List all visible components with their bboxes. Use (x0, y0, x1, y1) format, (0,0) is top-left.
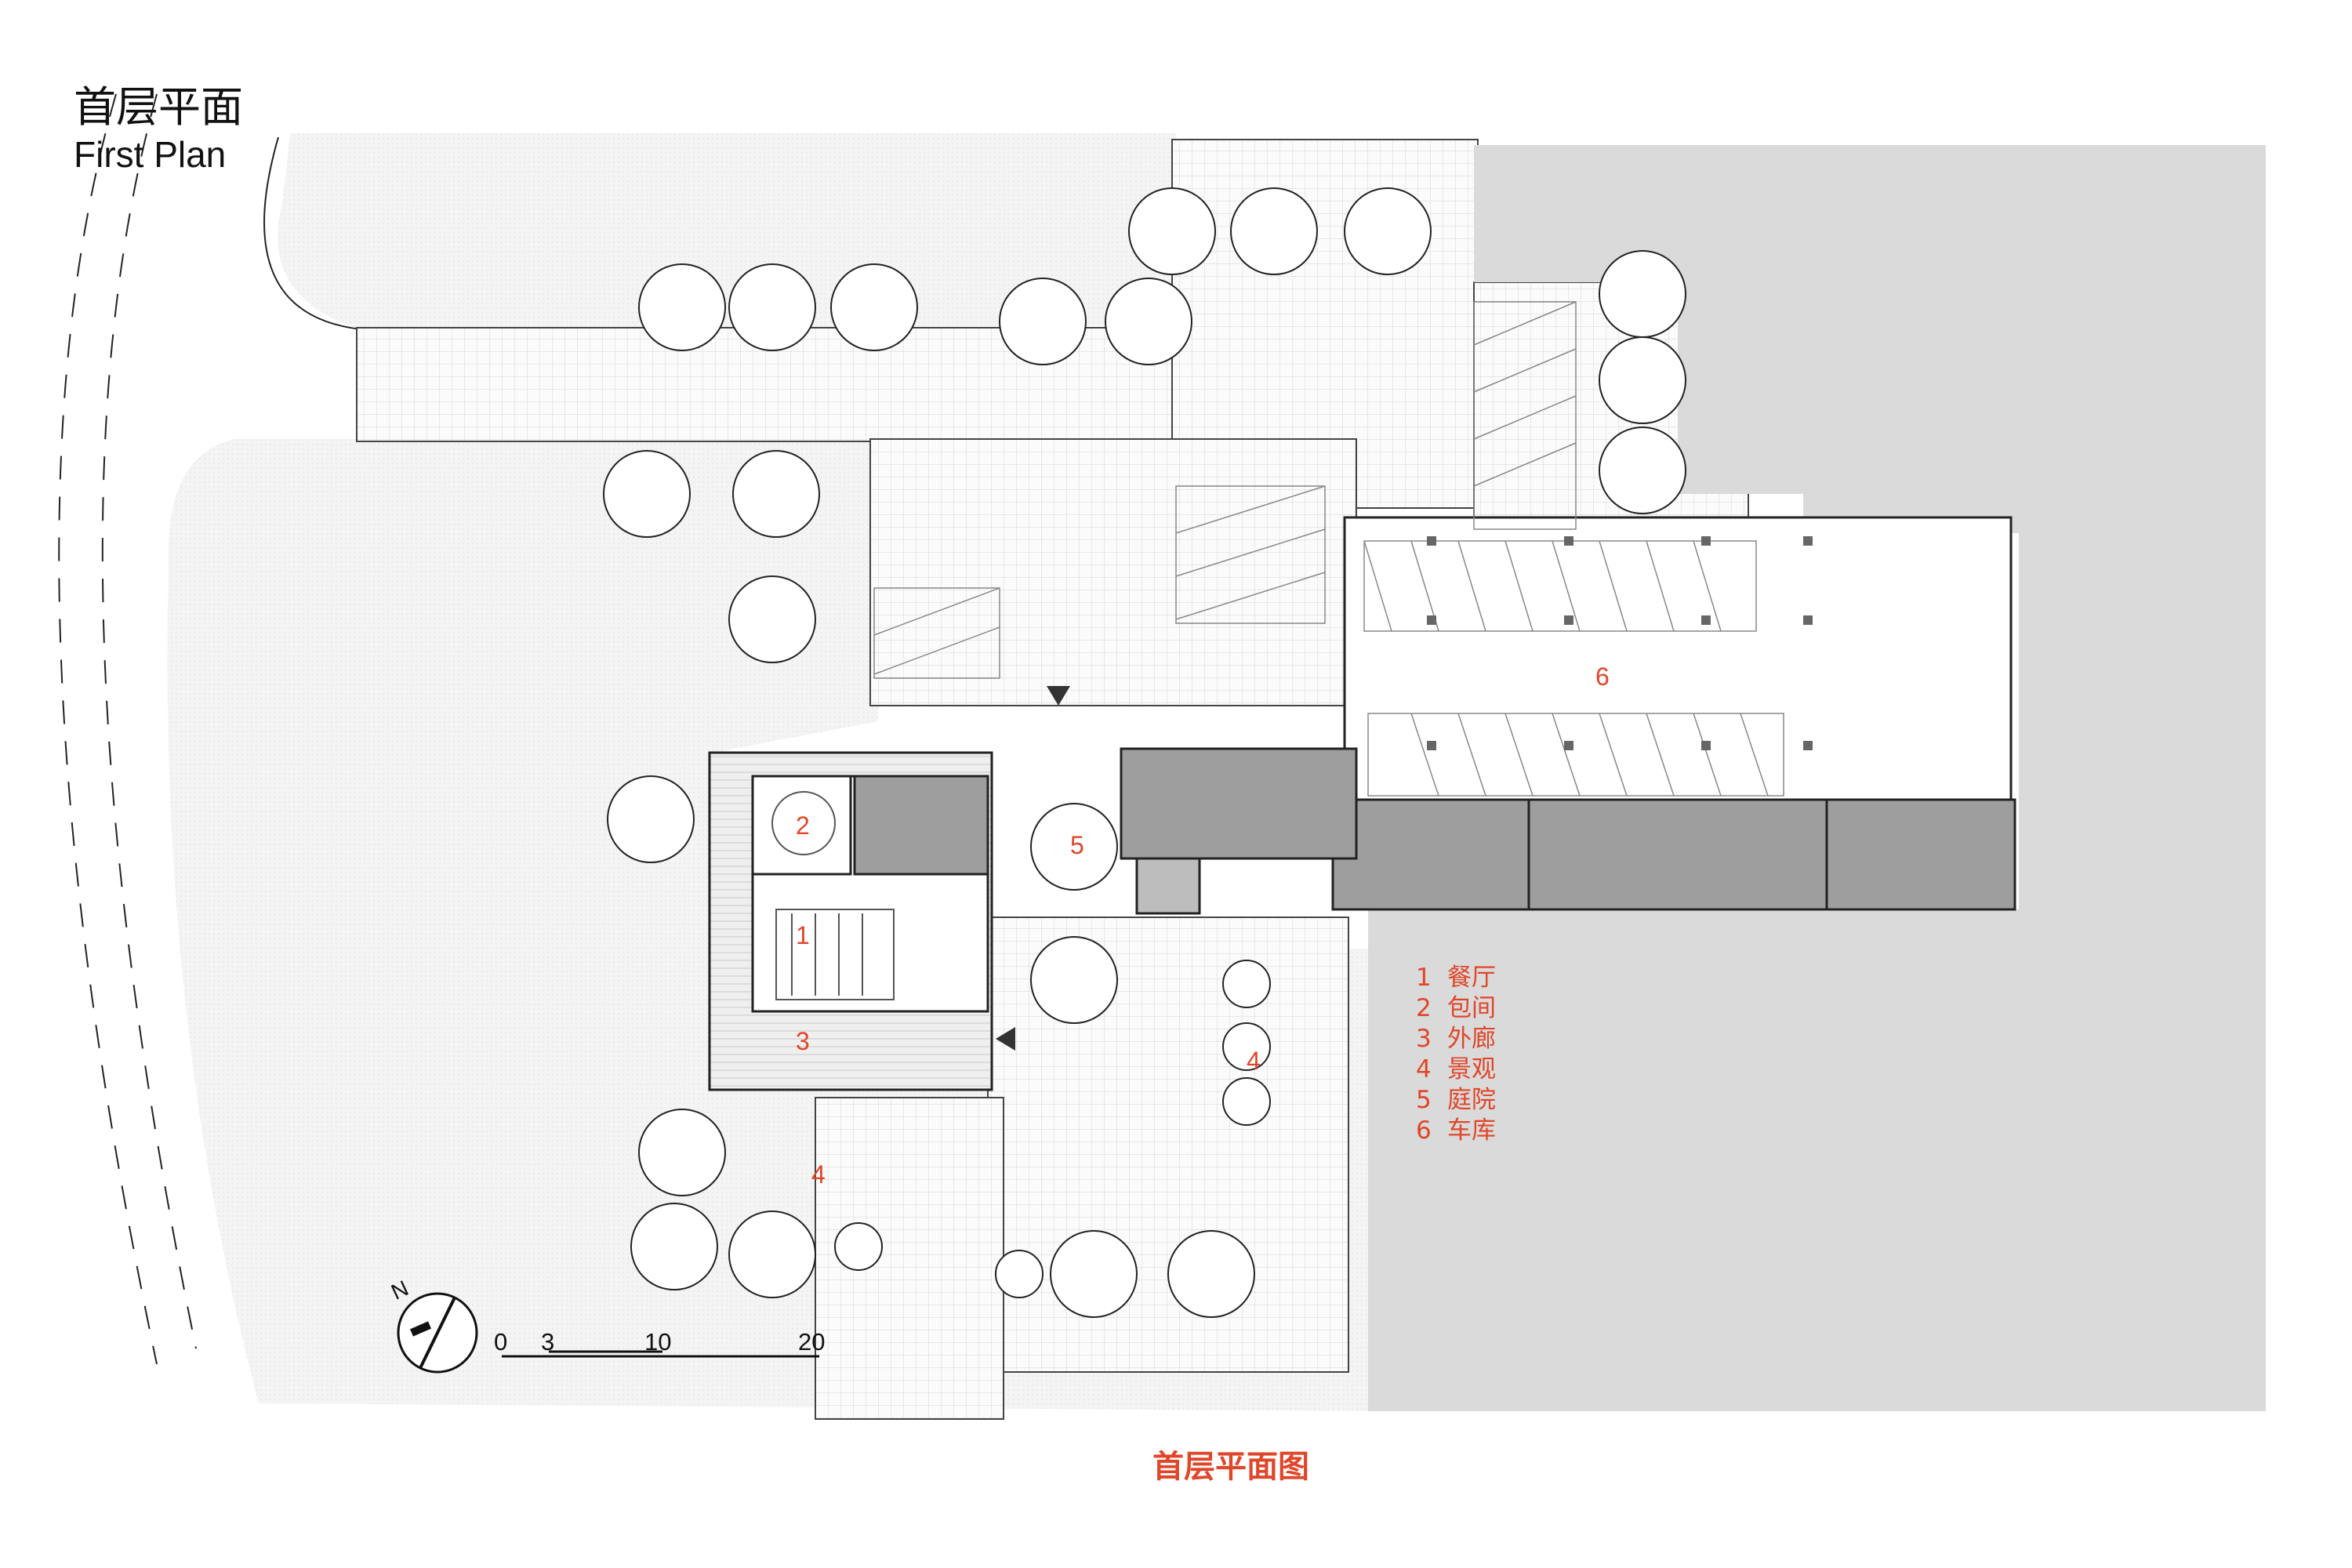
scale-tick-20: 20 (798, 1328, 826, 1356)
plan-title-en: First Plan (74, 134, 227, 175)
north-arrow (397, 1292, 478, 1374)
road-curves (58, 93, 361, 1365)
room-label-4-west: 4 (811, 1160, 826, 1189)
figure-caption: 首层平面图 (1152, 1449, 1309, 1485)
columns (1427, 536, 1813, 750)
room-label-4-east: 4 (1247, 1047, 1261, 1075)
scale-tick-0: 0 (494, 1328, 508, 1356)
room-label-6: 6 (1595, 662, 1610, 691)
plan-title-cn: 首层平面 (74, 82, 243, 132)
scale-tick-10: 10 (644, 1328, 672, 1356)
scale-tick-3: 3 (541, 1328, 555, 1356)
room-label-2: 2 (796, 811, 810, 840)
room-label-5: 5 (1070, 831, 1084, 859)
room-label-1: 1 (796, 921, 810, 949)
trees (603, 187, 1686, 1318)
restaurant-building (708, 747, 1358, 1091)
lawn-area (278, 133, 1176, 329)
entrance-markers (996, 686, 1070, 1051)
room-label-3: 3 (796, 1027, 810, 1055)
parking-stalls (873, 301, 1784, 797)
scale-bar (502, 1350, 819, 1358)
